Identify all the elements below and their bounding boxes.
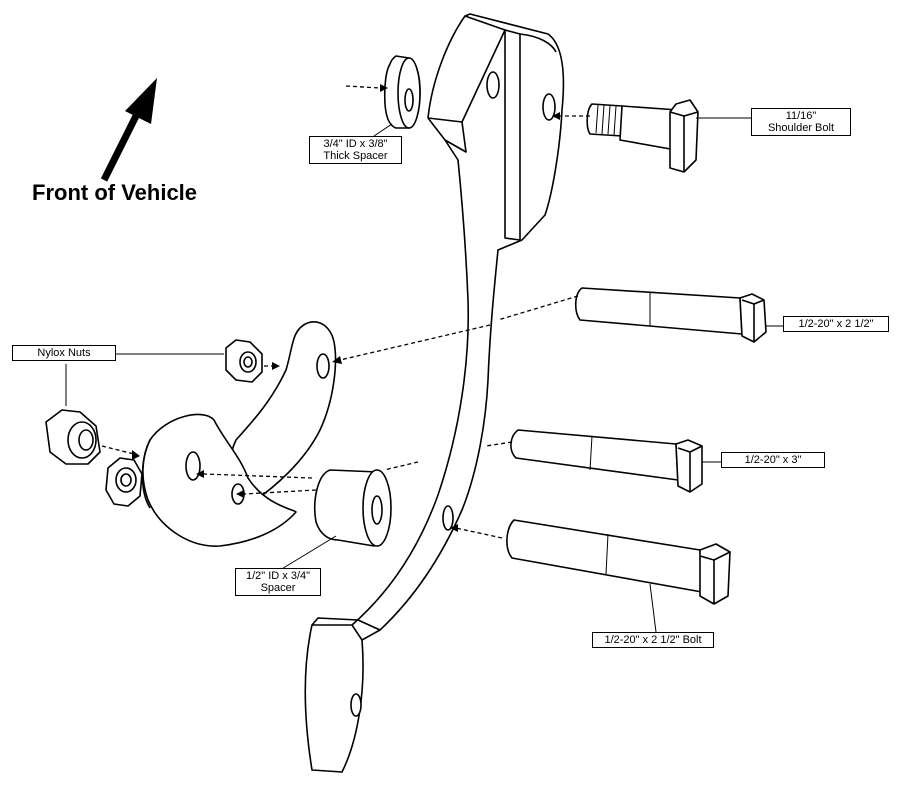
bolt-3-part bbox=[510, 429, 703, 493]
label-bolt-2-5-lower: 1/2-20" x 2 1/2" Bolt bbox=[592, 632, 714, 648]
label-thick-spacer: 3/4" ID x 3/8" Thick Spacer bbox=[309, 136, 402, 164]
label-bolt-2-5-top-text: 1/2-20" x 2 1/2" bbox=[798, 318, 874, 330]
label-long-spacer: 1/2" ID x 3/4" Spacer bbox=[235, 568, 321, 596]
front-of-vehicle-heading: Front of Vehicle bbox=[32, 180, 198, 205]
label-long-spacer-line-2: Spacer bbox=[260, 582, 296, 594]
label-shoulder-bolt-line-2: Shoulder Bolt bbox=[767, 122, 835, 134]
label-shoulder-bolt: 11/16" Shoulder Bolt bbox=[751, 108, 851, 136]
front-direction-arrow bbox=[100, 78, 157, 182]
long-spacer-part bbox=[314, 469, 392, 547]
thick-spacer-part bbox=[383, 55, 421, 129]
label-long-spacer-line-1: 1/2" ID x 3/4" bbox=[245, 570, 311, 582]
label-thick-spacer-line-2: Thick Spacer bbox=[323, 150, 388, 162]
label-bolt-3-text: 1/2-20" x 3" bbox=[744, 454, 802, 466]
hex-nut-small-part bbox=[105, 457, 143, 507]
assembly-paths bbox=[101, 84, 590, 539]
nylox-nut-large-part bbox=[45, 409, 101, 465]
label-nylox-nuts: Nylox Nuts bbox=[12, 345, 116, 361]
nylox-nut-upper-part bbox=[225, 339, 263, 383]
bolt-2-5-top-part bbox=[574, 287, 767, 343]
label-shoulder-bolt-line-1: 11/16" bbox=[785, 110, 817, 122]
shoulder-bolt-part bbox=[586, 99, 699, 173]
label-bolt-2-5-lower-text: 1/2-20" x 2 1/2" Bolt bbox=[604, 634, 702, 646]
main-bracket bbox=[304, 13, 565, 773]
label-bolt-2-5-top: 1/2-20" x 2 1/2" bbox=[783, 316, 889, 332]
bolt-2-5-lower-part bbox=[506, 519, 731, 605]
label-bolt-3: 1/2-20" x 3" bbox=[721, 452, 825, 468]
label-nylox-nuts-text: Nylox Nuts bbox=[37, 347, 91, 359]
label-thick-spacer-line-1: 3/4" ID x 3/8" bbox=[323, 138, 388, 150]
label-leaders bbox=[65, 117, 784, 633]
